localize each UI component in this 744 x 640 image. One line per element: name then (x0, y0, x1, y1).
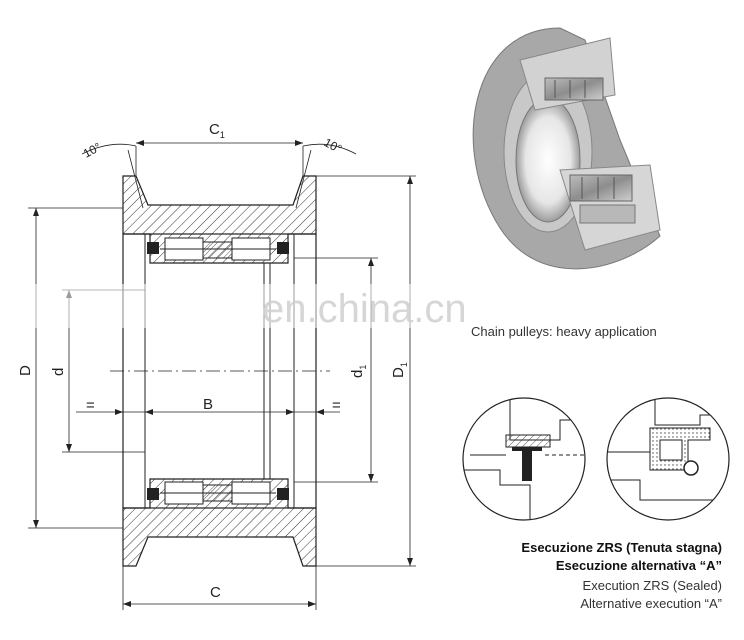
label-b: B (203, 396, 213, 413)
label-d-bore: d (50, 368, 67, 376)
bearing-cross-section: C1 10° 10° D d d1 D1 (17, 121, 416, 610)
label-angle-right: 10° (322, 135, 345, 156)
caption-line-2: Esecuzione alternativa “A” (556, 558, 722, 573)
caption-line-4: Alternative execution “A” (580, 596, 722, 611)
label-c1: C1 (209, 121, 225, 140)
roller-row-top (147, 237, 289, 261)
seal-detail-alternative-a (606, 397, 730, 521)
watermark: en.china.cn (262, 287, 467, 331)
caption-line-3: Execution ZRS (Sealed) (583, 578, 722, 593)
label-angle-left: 10° (81, 140, 104, 161)
label-D1: D1 (390, 362, 409, 378)
label-equal-right: = (332, 397, 341, 414)
label-d1: d1 (349, 365, 368, 378)
label-d-outer: D (17, 365, 34, 376)
seal-detail-zrs (462, 397, 586, 521)
label-c: C (210, 584, 221, 601)
roller-row-bottom (147, 481, 289, 505)
label-equal-left: = (86, 397, 95, 414)
product-cutaway-image (472, 27, 661, 270)
caption-line-1: Esecuzione ZRS (Tenuta stagna) (521, 540, 722, 555)
product-caption: Chain pulleys: heavy application (471, 324, 657, 339)
